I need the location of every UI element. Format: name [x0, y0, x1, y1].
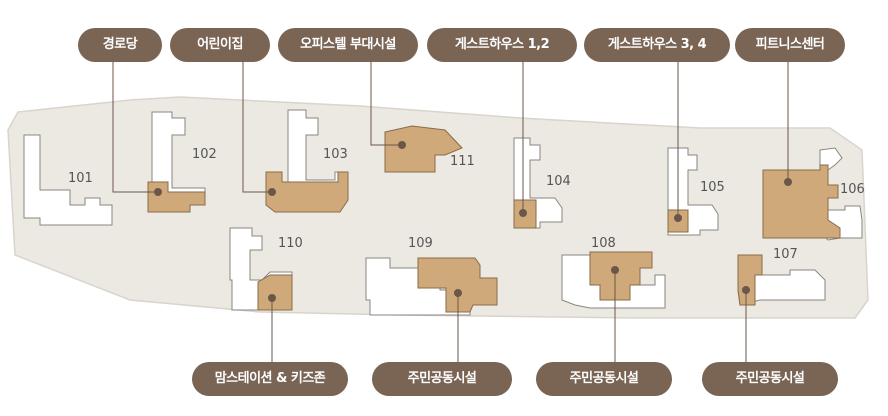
leader-daycare — [242, 60, 272, 193]
leader-office — [370, 60, 402, 146]
building-number-106: 106 — [840, 182, 865, 197]
facility-community-1 — [417, 257, 498, 313]
dot-senior — [154, 188, 162, 196]
anchor-dots — [154, 141, 792, 302]
building-101 — [23, 134, 113, 226]
facility-community-2 — [589, 251, 653, 301]
facility-fitness-center — [762, 164, 841, 239]
site-boundary — [7, 96, 869, 319]
label-community-2: 주민공동시설 — [536, 362, 672, 396]
label-moms-station: 맘스테이션 & 키즈존 — [192, 362, 348, 396]
label-community-1: 주민공동시설 — [372, 362, 512, 396]
dot-daycare — [268, 188, 276, 196]
dot-moms — [268, 294, 276, 302]
building-number-109: 109 — [408, 236, 433, 251]
label-fitness-center: 피트니스센터 — [735, 28, 845, 62]
building-number-102: 102 — [192, 147, 217, 162]
facility-office-amenity — [384, 125, 463, 173]
building-number-104: 104 — [546, 174, 571, 189]
dot-guest34 — [674, 214, 682, 222]
dot-fitness — [784, 178, 792, 186]
label-daycare: 어린이집 — [170, 28, 270, 62]
label-guesthouse-3-4: 게스트하우스 3, 4 — [584, 28, 730, 62]
facility-senior-center — [147, 181, 206, 213]
dot-community3 — [742, 286, 750, 294]
building-number-101: 101 — [68, 171, 93, 186]
building-number-107: 107 — [773, 247, 798, 262]
building-number-111: 111 — [450, 154, 475, 169]
label-senior-center: 경로당 — [78, 28, 162, 62]
label-community-3: 주민공동시설 — [702, 362, 838, 396]
building-106 — [819, 147, 863, 241]
label-guesthouse-1-2: 게스트하우스 1,2 — [427, 28, 577, 62]
dot-community1 — [454, 289, 462, 297]
facility-moms-station — [257, 274, 293, 311]
label-office-amenity: 오피스텔 부대시설 — [278, 28, 418, 62]
building-number-103: 103 — [323, 147, 348, 162]
dot-guest12 — [519, 209, 527, 217]
facility-daycare — [265, 171, 349, 213]
dot-community2 — [611, 266, 619, 274]
building-number-108: 108 — [591, 236, 616, 251]
leader-senior — [112, 60, 158, 193]
dot-office — [398, 141, 406, 149]
building-number-105: 105 — [700, 180, 725, 195]
building-number-110: 110 — [278, 236, 303, 251]
